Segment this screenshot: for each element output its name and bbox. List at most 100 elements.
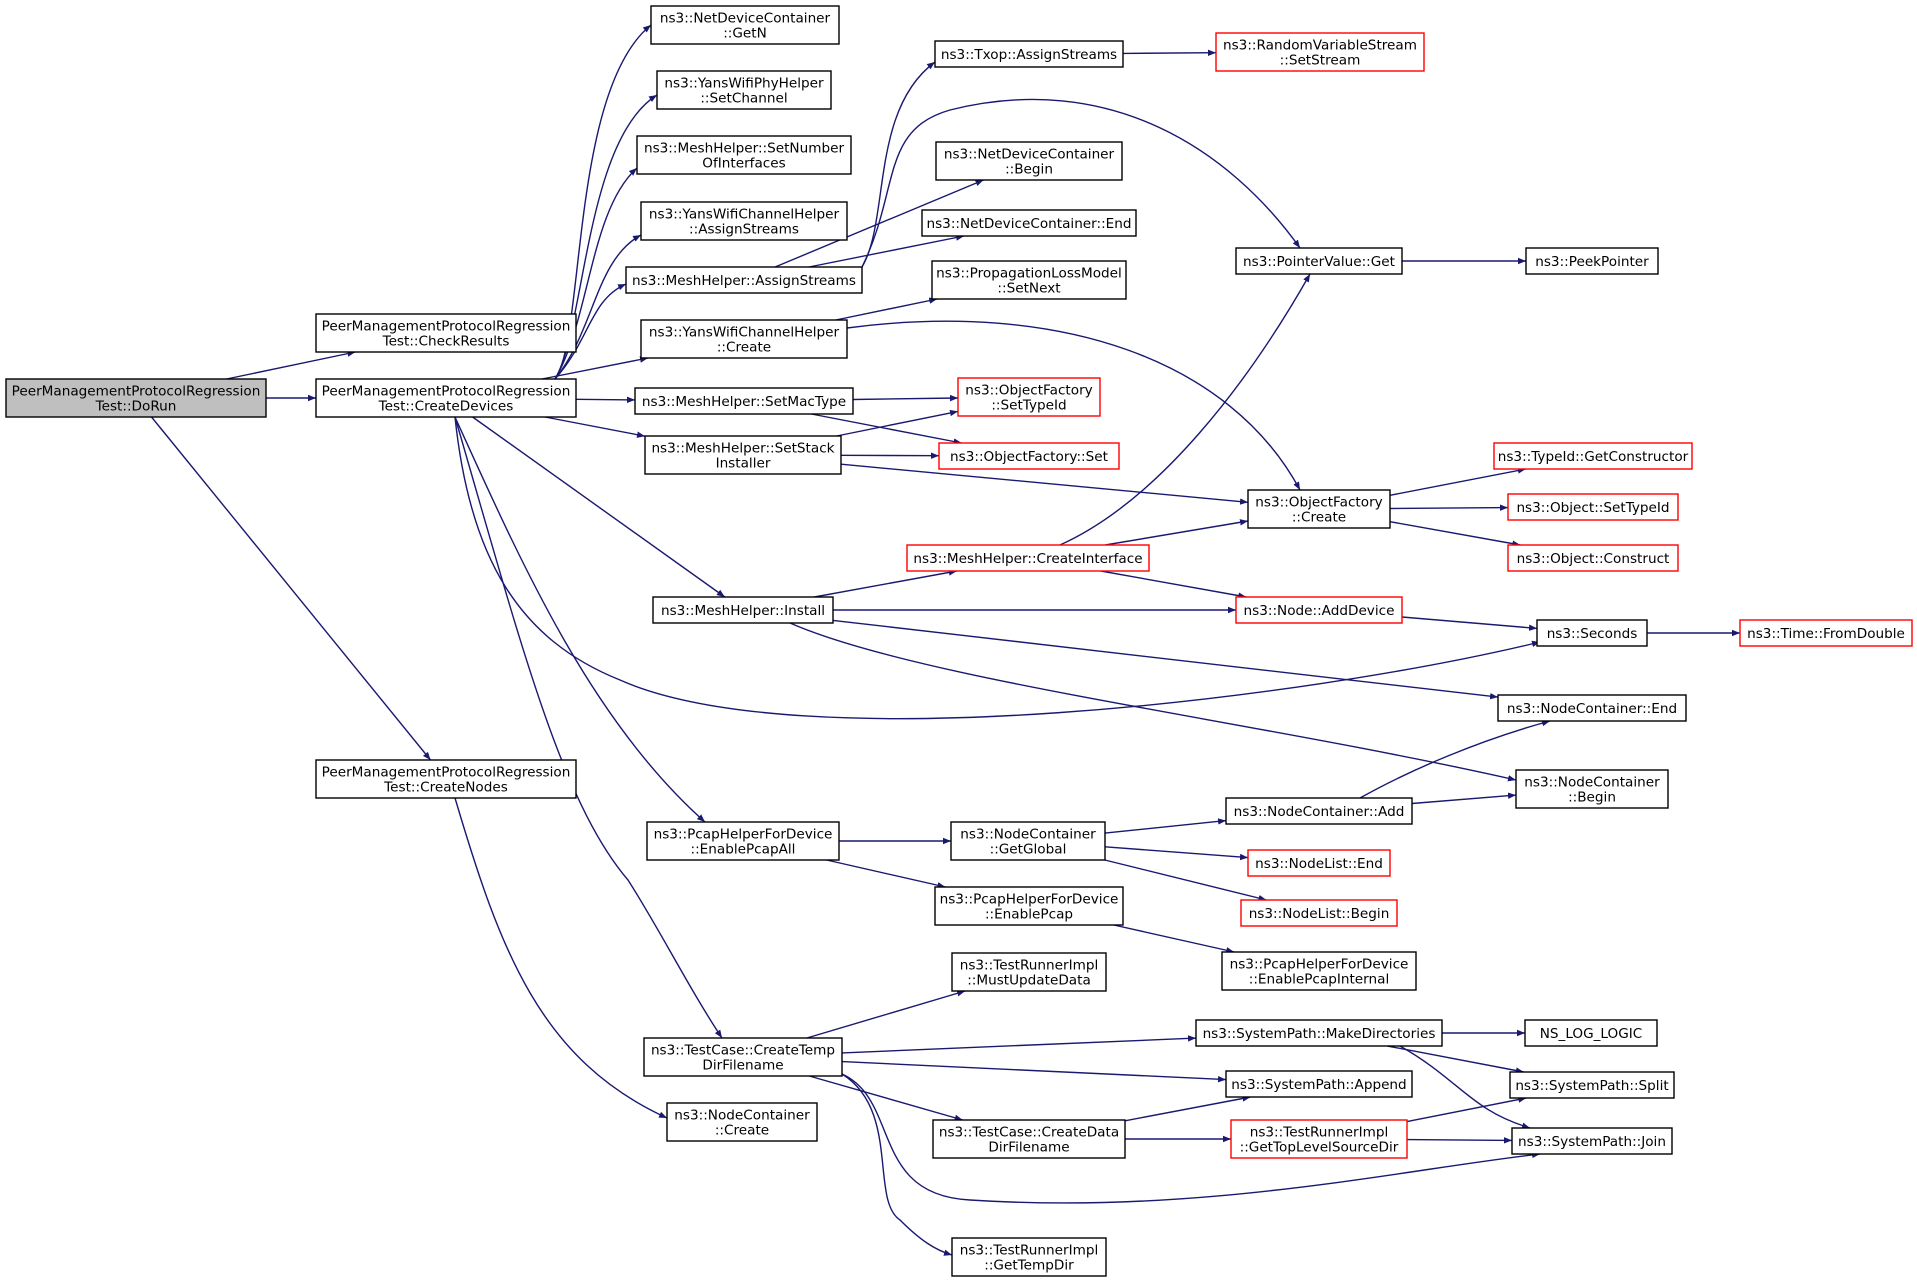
function-node-ndc-end[interactable]: ns3::NetDeviceContainer::End [921, 209, 1137, 237]
function-node-tri-gettempdir[interactable]: ns3::TestRunnerImpl::GetTempDir [951, 1237, 1107, 1277]
function-node-createnodes[interactable]: PeerManagementProtocolRegressionTest::Cr… [315, 759, 577, 799]
function-node-seconds[interactable]: ns3::Seconds [1536, 619, 1648, 647]
function-node-checkresults[interactable]: PeerManagementProtocolRegressionTest::Ch… [315, 313, 577, 353]
node-box [906, 544, 1150, 572]
function-node-sp-append[interactable]: ns3::SystemPath::Append [1225, 1070, 1413, 1098]
function-node-dorun[interactable]: PeerManagementProtocolRegressionTest::Do… [5, 378, 267, 418]
call-edge-createdevices-to-yanswifiphy_setchannel [554, 94, 658, 380]
function-node-nc-end[interactable]: ns3::NodeContainer::End [1497, 694, 1687, 722]
function-node-tri-mustupdate[interactable]: ns3::TestRunnerImpl::MustUpdateData [951, 952, 1107, 992]
function-node-nc-add[interactable]: ns3::NodeContainer::Add [1225, 797, 1413, 825]
call-edge-createdevices-to-seconds [454, 416, 1541, 720]
call-edge-createnodes-to-nc_create [454, 797, 668, 1119]
function-node-yanswifiphy-setchannel[interactable]: ns3::YansWifiPhyHelper::SetChannel [656, 70, 832, 110]
node-label-line: Installer [716, 456, 771, 472]
node-label-line: ns3::PcapHelperForDevice [940, 892, 1119, 908]
function-node-createdevices[interactable]: PeerManagementProtocolRegressionTest::Cr… [315, 378, 577, 418]
function-node-peekpointer[interactable]: ns3::PeekPointer [1525, 247, 1659, 275]
function-node-ndc-begin[interactable]: ns3::NetDeviceContainer::Begin [935, 141, 1123, 181]
call-edge-nc_getglobal-to-nc_add [1104, 818, 1227, 834]
function-node-pcap-enable[interactable]: ns3::PcapHelperForDevice::EnablePcap [934, 886, 1124, 926]
function-node-nc-getglobal[interactable]: ns3::NodeContainer::GetGlobal [950, 821, 1106, 861]
function-node-pcap-enableall[interactable]: ns3::PcapHelperForDevice::EnablePcapAll [646, 821, 840, 861]
node-label-line: ::Create [717, 340, 771, 356]
node-box [640, 319, 848, 359]
node-label-line: ns3::PcapHelperForDevice [654, 827, 833, 843]
function-node-mesh-assignstreams[interactable]: ns3::MeshHelper::AssignStreams [625, 266, 863, 294]
call-edge-dorun-to-checkresults [226, 350, 356, 380]
node-label-line: ns3::TestRunnerImpl [960, 958, 1099, 974]
function-node-nc-begin[interactable]: ns3::NodeContainer::Begin [1515, 769, 1669, 809]
function-nodes: PeerManagementProtocolRegressionTest::Do… [5, 5, 1913, 1277]
node-label-line: ns3::SystemPath::Join [1518, 1134, 1666, 1150]
node-label-line: ::Create [1292, 510, 1346, 526]
node-label-line: ns3::MeshHelper::CreateInterface [913, 551, 1142, 567]
function-node-obj-construct[interactable]: ns3::Object::Construct [1507, 544, 1679, 572]
call-edge-mesh_assignstreams-to-ndc_end [808, 234, 965, 268]
node-label-line: ::GetTopLevelSourceDir [1240, 1140, 1399, 1156]
node-label-line: ns3::YansWifiPhyHelper [664, 76, 824, 92]
node-label-line: ns3::MeshHelper::SetNumber [644, 141, 845, 157]
function-node-yanschan-create[interactable]: ns3::YansWifiChannelHelper::Create [640, 319, 848, 359]
function-node-yanschan-assignstreams[interactable]: ns3::YansWifiChannelHelper::AssignStream… [640, 201, 848, 241]
node-label-line: DirFilename [702, 1058, 783, 1074]
function-node-nc-create[interactable]: ns3::NodeContainer::Create [666, 1102, 818, 1142]
function-node-sp-join[interactable]: ns3::SystemPath::Join [1511, 1127, 1673, 1155]
call-edge-pcap_enable-to-pcap_internal [1113, 924, 1235, 954]
node-label-line: PeerManagementProtocolRegression [12, 384, 261, 400]
node-label-line: NS_LOG_LOGIC [1540, 1026, 1643, 1042]
function-node-nl-end[interactable]: ns3::NodeList::End [1247, 849, 1391, 877]
call-edge-tc_createdata-to-sp_append [1124, 1095, 1251, 1122]
node-label-line: ns3::SystemPath::MakeDirectories [1203, 1026, 1436, 1042]
function-node-pv-get[interactable]: ns3::PointerValue::Get [1235, 247, 1403, 275]
function-node-of-set[interactable]: ns3::ObjectFactory::Set [938, 442, 1120, 470]
call-edge-yanschan_create-to-plm_setnext [835, 297, 938, 321]
call-edge-yanschan_create-to-of_create [846, 320, 1301, 491]
node-label-line: ns3::PointerValue::Get [1243, 254, 1395, 270]
node-label-line: Test::CheckResults [382, 334, 510, 350]
node-label-line: DirFilename [988, 1140, 1069, 1156]
function-node-of-settypeid[interactable]: ns3::ObjectFactory::SetTypeId [957, 377, 1101, 417]
function-node-txop-assign[interactable]: ns3::Txop::AssignStreams [934, 40, 1124, 68]
function-node-mesh-createif[interactable]: ns3::MeshHelper::CreateInterface [906, 544, 1150, 572]
function-node-sp-split[interactable]: ns3::SystemPath::Split [1509, 1071, 1675, 1099]
call-edge-tri_gettoplevel-to-sp_join [1406, 1137, 1513, 1144]
function-node-nl-begin[interactable]: ns3::NodeList::Begin [1240, 899, 1398, 927]
call-edge-of_create-to-obj_settypeid [1389, 504, 1509, 511]
node-label-line: ::Begin [1568, 790, 1616, 806]
function-node-node-adddevice[interactable]: ns3::Node::AddDevice [1235, 596, 1403, 624]
node-label-line: ::GetN [723, 26, 767, 42]
node-box [656, 70, 832, 110]
node-box [652, 596, 834, 624]
function-node-time-fromdouble[interactable]: ns3::Time::FromDouble [1739, 619, 1913, 647]
function-node-rvs-setstream[interactable]: ns3::RandomVariableStream::SetStream [1215, 32, 1425, 72]
function-node-typeid-getctor[interactable]: ns3::TypeId::GetConstructor [1493, 442, 1693, 470]
node-label-line: ns3::Txop::AssignStreams [941, 47, 1117, 63]
call-edge-tc_createtemp-to-sp_append [841, 1060, 1227, 1083]
call-edge-mesh_createif-to-pv_get [1059, 273, 1311, 546]
function-node-mesh-install[interactable]: ns3::MeshHelper::Install [652, 596, 834, 624]
node-label-line: ns3::ObjectFactory [1255, 495, 1382, 511]
function-node-tri-gettoplevel[interactable]: ns3::TestRunnerImpl::GetTopLevelSourceDi… [1230, 1119, 1408, 1159]
call-edge-tc_createtemp-to-tri_mustupdate [806, 990, 966, 1039]
function-node-obj-settypeid[interactable]: ns3::Object::SetTypeId [1507, 493, 1679, 521]
function-node-ns-log-logic[interactable]: NS_LOG_LOGIC [1524, 1019, 1658, 1047]
node-box [5, 378, 267, 418]
node-box [1507, 544, 1679, 572]
function-node-of-create[interactable]: ns3::ObjectFactory::Create [1247, 489, 1391, 529]
node-box [1509, 1071, 1675, 1099]
function-node-plm-setnext[interactable]: ns3::PropagationLossModel::SetNext [931, 260, 1127, 300]
node-label-line: ns3::TypeId::GetConstructor [1498, 449, 1689, 465]
function-node-pcap-internal[interactable]: ns3::PcapHelperForDevice::EnablePcapInte… [1221, 951, 1417, 991]
node-label-line: ns3::NodeList::Begin [1249, 906, 1390, 922]
call-edge-tc_createtemp-to-sp_join [841, 1073, 1541, 1204]
function-node-sp-makedirs[interactable]: ns3::SystemPath::MakeDirectories [1195, 1019, 1443, 1047]
function-node-mesh-setmactype[interactable]: ns3::MeshHelper::SetMacType [634, 387, 854, 415]
function-node-ndc-getn[interactable]: ns3::NetDeviceContainer::GetN [650, 5, 840, 45]
call-edge-nc_add-to-nc_end [1359, 720, 1551, 799]
node-box [1215, 32, 1425, 72]
